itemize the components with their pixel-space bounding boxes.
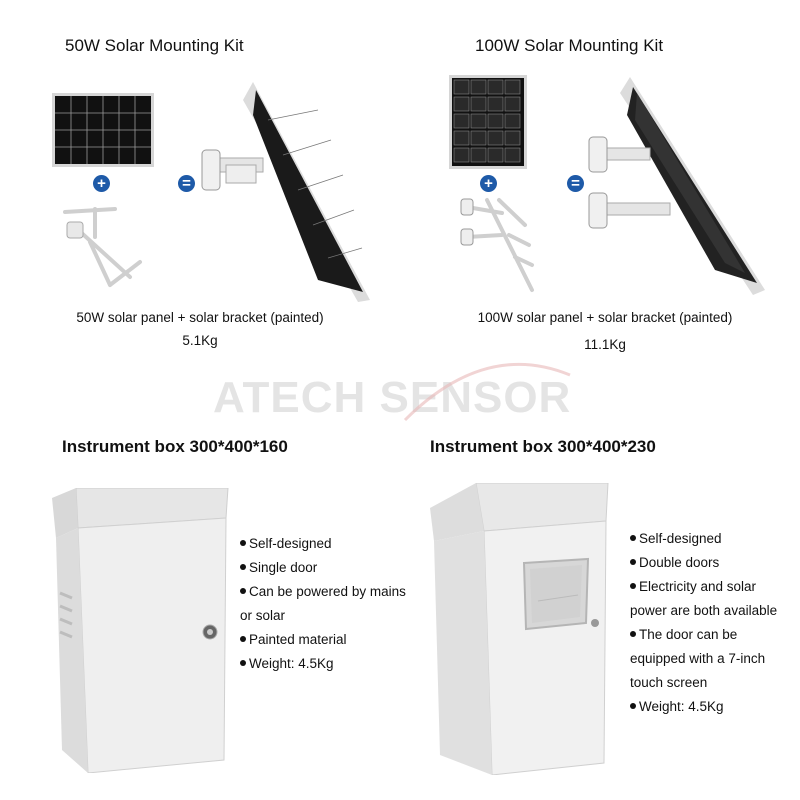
box-2-title: Instrument box 300*400*230 — [430, 437, 656, 456]
feature-item: Painted material — [240, 628, 406, 652]
assembled-kit-50w-image — [201, 82, 370, 302]
solar-bracket-50w-image — [63, 207, 142, 287]
bullet-icon — [630, 631, 636, 638]
watermark-swoosh — [403, 362, 571, 422]
instrument-box-double-door-image — [430, 483, 609, 775]
bullet-icon — [630, 535, 636, 542]
box-1-title: Instrument box 300*400*160 — [62, 437, 288, 456]
bullet-icon — [240, 564, 246, 571]
solar-bracket-100w-image — [460, 198, 534, 292]
feature-item-continued: power are both available — [630, 603, 778, 618]
equals-icon: = — [567, 175, 584, 192]
solar-panel-50w-image — [52, 93, 154, 167]
feature-item: Single door — [240, 556, 406, 580]
box-2-features: Self-designed Double doors Electricity a… — [630, 527, 777, 719]
kit-50w-weight: 5.1Kg — [182, 333, 218, 348]
kit-100w-caption: 100W solar panel + solar bracket (painte… — [477, 310, 733, 325]
plus-icon: + — [480, 175, 497, 192]
kit-100w-title: 100W Solar Mounting Kit — [475, 36, 664, 55]
assembled-kit-100w-image — [588, 77, 765, 295]
feature-item: Self-designed — [240, 532, 406, 556]
bullet-icon — [240, 636, 246, 643]
feature-item-continued: equipped with a 7-inch — [630, 651, 766, 666]
bullet-icon — [240, 588, 246, 595]
instrument-box-single-door-image — [52, 488, 229, 773]
solar-panel-100w-image — [449, 75, 527, 169]
bullet-icon — [630, 583, 636, 590]
watermark-logo: ATECH SENSOR — [213, 373, 572, 422]
bullet-icon — [240, 660, 246, 667]
bullet-icon — [240, 540, 246, 547]
kit-50w-caption: 50W solar panel + solar bracket (painted… — [76, 310, 324, 325]
kit-50w-title: 50W Solar Mounting Kit — [65, 36, 244, 55]
equals-icon: = — [178, 175, 195, 192]
feature-item: Double doors — [630, 551, 777, 575]
feature-item-continued: or solar — [240, 608, 286, 623]
feature-item: The door can be — [630, 623, 777, 647]
bullet-icon — [630, 703, 636, 710]
plus-icon: + — [93, 175, 110, 192]
box-1-features: Self-designed Single door Can be powered… — [240, 532, 406, 676]
feature-item: Weight: 4.5Kg — [240, 652, 406, 676]
feature-item: Self-designed — [630, 527, 777, 551]
feature-item: Weight: 4.5Kg — [630, 695, 777, 719]
feature-item: Electricity and solar — [630, 575, 777, 599]
feature-item: Can be powered by mains — [240, 580, 406, 604]
kit-100w-weight: 11.1Kg — [584, 337, 626, 352]
feature-item-continued: touch screen — [630, 675, 708, 690]
bullet-icon — [630, 559, 636, 566]
